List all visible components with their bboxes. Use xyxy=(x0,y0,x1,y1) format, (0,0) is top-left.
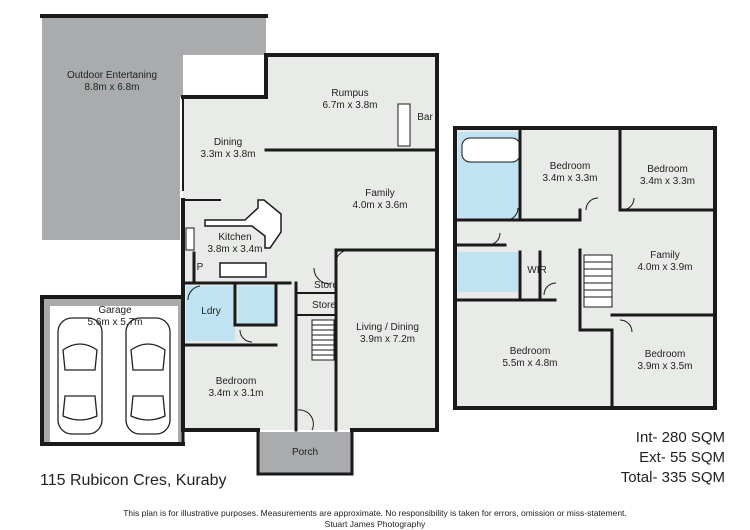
internal-area: Int- 280 SQM xyxy=(635,429,725,446)
room-bedroom-upper-2: Bedroom 3.4m x 3.3m xyxy=(620,164,715,188)
wc-floor xyxy=(238,286,276,324)
room-name: Family xyxy=(650,250,680,261)
upper-doors xyxy=(487,197,635,333)
room-bedroom-upper-3: Bedroom 5.5m x 4.8m xyxy=(480,346,580,370)
room-name: Bedroom xyxy=(509,346,551,357)
bathtub xyxy=(461,137,521,163)
car-left xyxy=(57,317,103,435)
room-dims: 3.8m x 3.4m xyxy=(207,244,263,255)
external-area: Ext- 55 SQM xyxy=(639,449,725,466)
room-name: WIR xyxy=(527,265,547,276)
area-summary: Int- 280 SQM Ext- 55 SQM Total- 335 SQM xyxy=(600,428,725,488)
room-porch: Porch xyxy=(260,447,350,459)
bar-counter xyxy=(397,103,411,147)
room-bar: Bar xyxy=(410,112,440,124)
upper-walls xyxy=(453,126,717,410)
room-store-1: Store xyxy=(308,280,344,292)
room-rumpus: Rumpus 6.7m x 3.8m xyxy=(290,88,410,112)
room-dims: 3.9m x 7.2m xyxy=(359,334,416,345)
room-name: P xyxy=(196,262,204,273)
room-living-dining: Living / Dining 3.9m x 7.2m xyxy=(340,322,435,346)
kitchen-island xyxy=(219,262,267,278)
ensuite-floor xyxy=(458,252,518,292)
kitchen-cooktop xyxy=(185,227,195,251)
room-dims: 3.4m x 3.1m xyxy=(208,388,264,399)
room-name: Bedroom xyxy=(644,349,686,360)
outdoor-area xyxy=(42,16,266,240)
room-name: Ldry xyxy=(201,306,221,317)
car-right xyxy=(125,317,171,435)
room-name: Dining xyxy=(213,137,243,148)
room-name: Rumpus xyxy=(331,88,369,99)
room-family-upper: Family 4.0m x 3.9m xyxy=(615,250,715,274)
room-bedroom-upper-1: Bedroom 3.4m x 3.3m xyxy=(520,161,620,185)
room-name: Store xyxy=(314,280,338,291)
room-wir: WIR xyxy=(522,265,552,277)
room-dims: 6.7m x 3.8m xyxy=(322,100,378,111)
room-name: Living / Dining xyxy=(356,322,419,333)
photography-credit: Stuart James Photography xyxy=(324,519,426,529)
room-dining: Dining 3.3m x 3.8m xyxy=(183,137,273,161)
room-name: Garage xyxy=(98,305,132,316)
ground-walls xyxy=(40,14,439,476)
room-name: Kitchen xyxy=(218,232,252,243)
room-dims: 4.0m x 3.9m xyxy=(637,262,693,273)
room-name: Store xyxy=(312,300,336,311)
room-name: Bedroom xyxy=(549,161,591,172)
porch-floor xyxy=(258,432,352,474)
room-dims: 3.4m x 3.3m xyxy=(542,173,598,184)
room-bedroom-upper-4: Bedroom 3.9m x 3.5m xyxy=(615,349,715,373)
room-dims: 3.4m x 3.3m xyxy=(639,176,696,187)
room-outdoor-entertaining: Outdoor Entertaning 8.8m x 6.8m xyxy=(42,70,182,94)
room-name: Family xyxy=(365,188,395,199)
room-dims: 3.9m x 3.5m xyxy=(637,361,693,372)
room-name: Bedroom xyxy=(215,376,257,387)
room-dims: 8.8m x 6.8m xyxy=(84,82,140,93)
room-garage: Garage 5.6m x 5.7m xyxy=(60,305,170,329)
upper-stairs xyxy=(583,254,613,308)
room-laundry: Ldry xyxy=(196,306,226,318)
room-kitchen: Kitchen 3.8m x 3.4m xyxy=(195,232,275,256)
laundry-floor xyxy=(186,286,235,341)
kitchen-bench xyxy=(204,199,282,249)
room-name: Porch xyxy=(291,447,319,458)
room-name: Bar xyxy=(417,112,433,123)
disclaimer: This plan is for illustrative purposes. … xyxy=(123,508,627,518)
upper-floor xyxy=(453,126,717,410)
ground-doors xyxy=(187,249,351,431)
ground-floor xyxy=(40,14,439,476)
room-dims: 5.5m x 4.8m xyxy=(502,358,558,369)
room-name: Bedroom xyxy=(647,164,688,175)
room-pantry: P xyxy=(193,262,207,274)
room-dims: 3.3m x 3.8m xyxy=(200,149,256,160)
room-dims: 5.6m x 5.7m xyxy=(87,317,143,328)
total-area: Total- 335 SQM xyxy=(620,469,725,486)
room-family-ground: Family 4.0m x 3.6m xyxy=(325,188,435,212)
ground-stairs xyxy=(311,319,335,361)
room-dims: 4.0m x 3.6m xyxy=(352,200,408,211)
property-address: 115 Rubicon Cres, Kuraby xyxy=(40,472,227,489)
room-bedroom-ground: Bedroom 3.4m x 3.1m xyxy=(186,376,286,400)
room-store-2: Store xyxy=(306,300,342,312)
room-name: Outdoor Entertaning xyxy=(66,70,158,81)
